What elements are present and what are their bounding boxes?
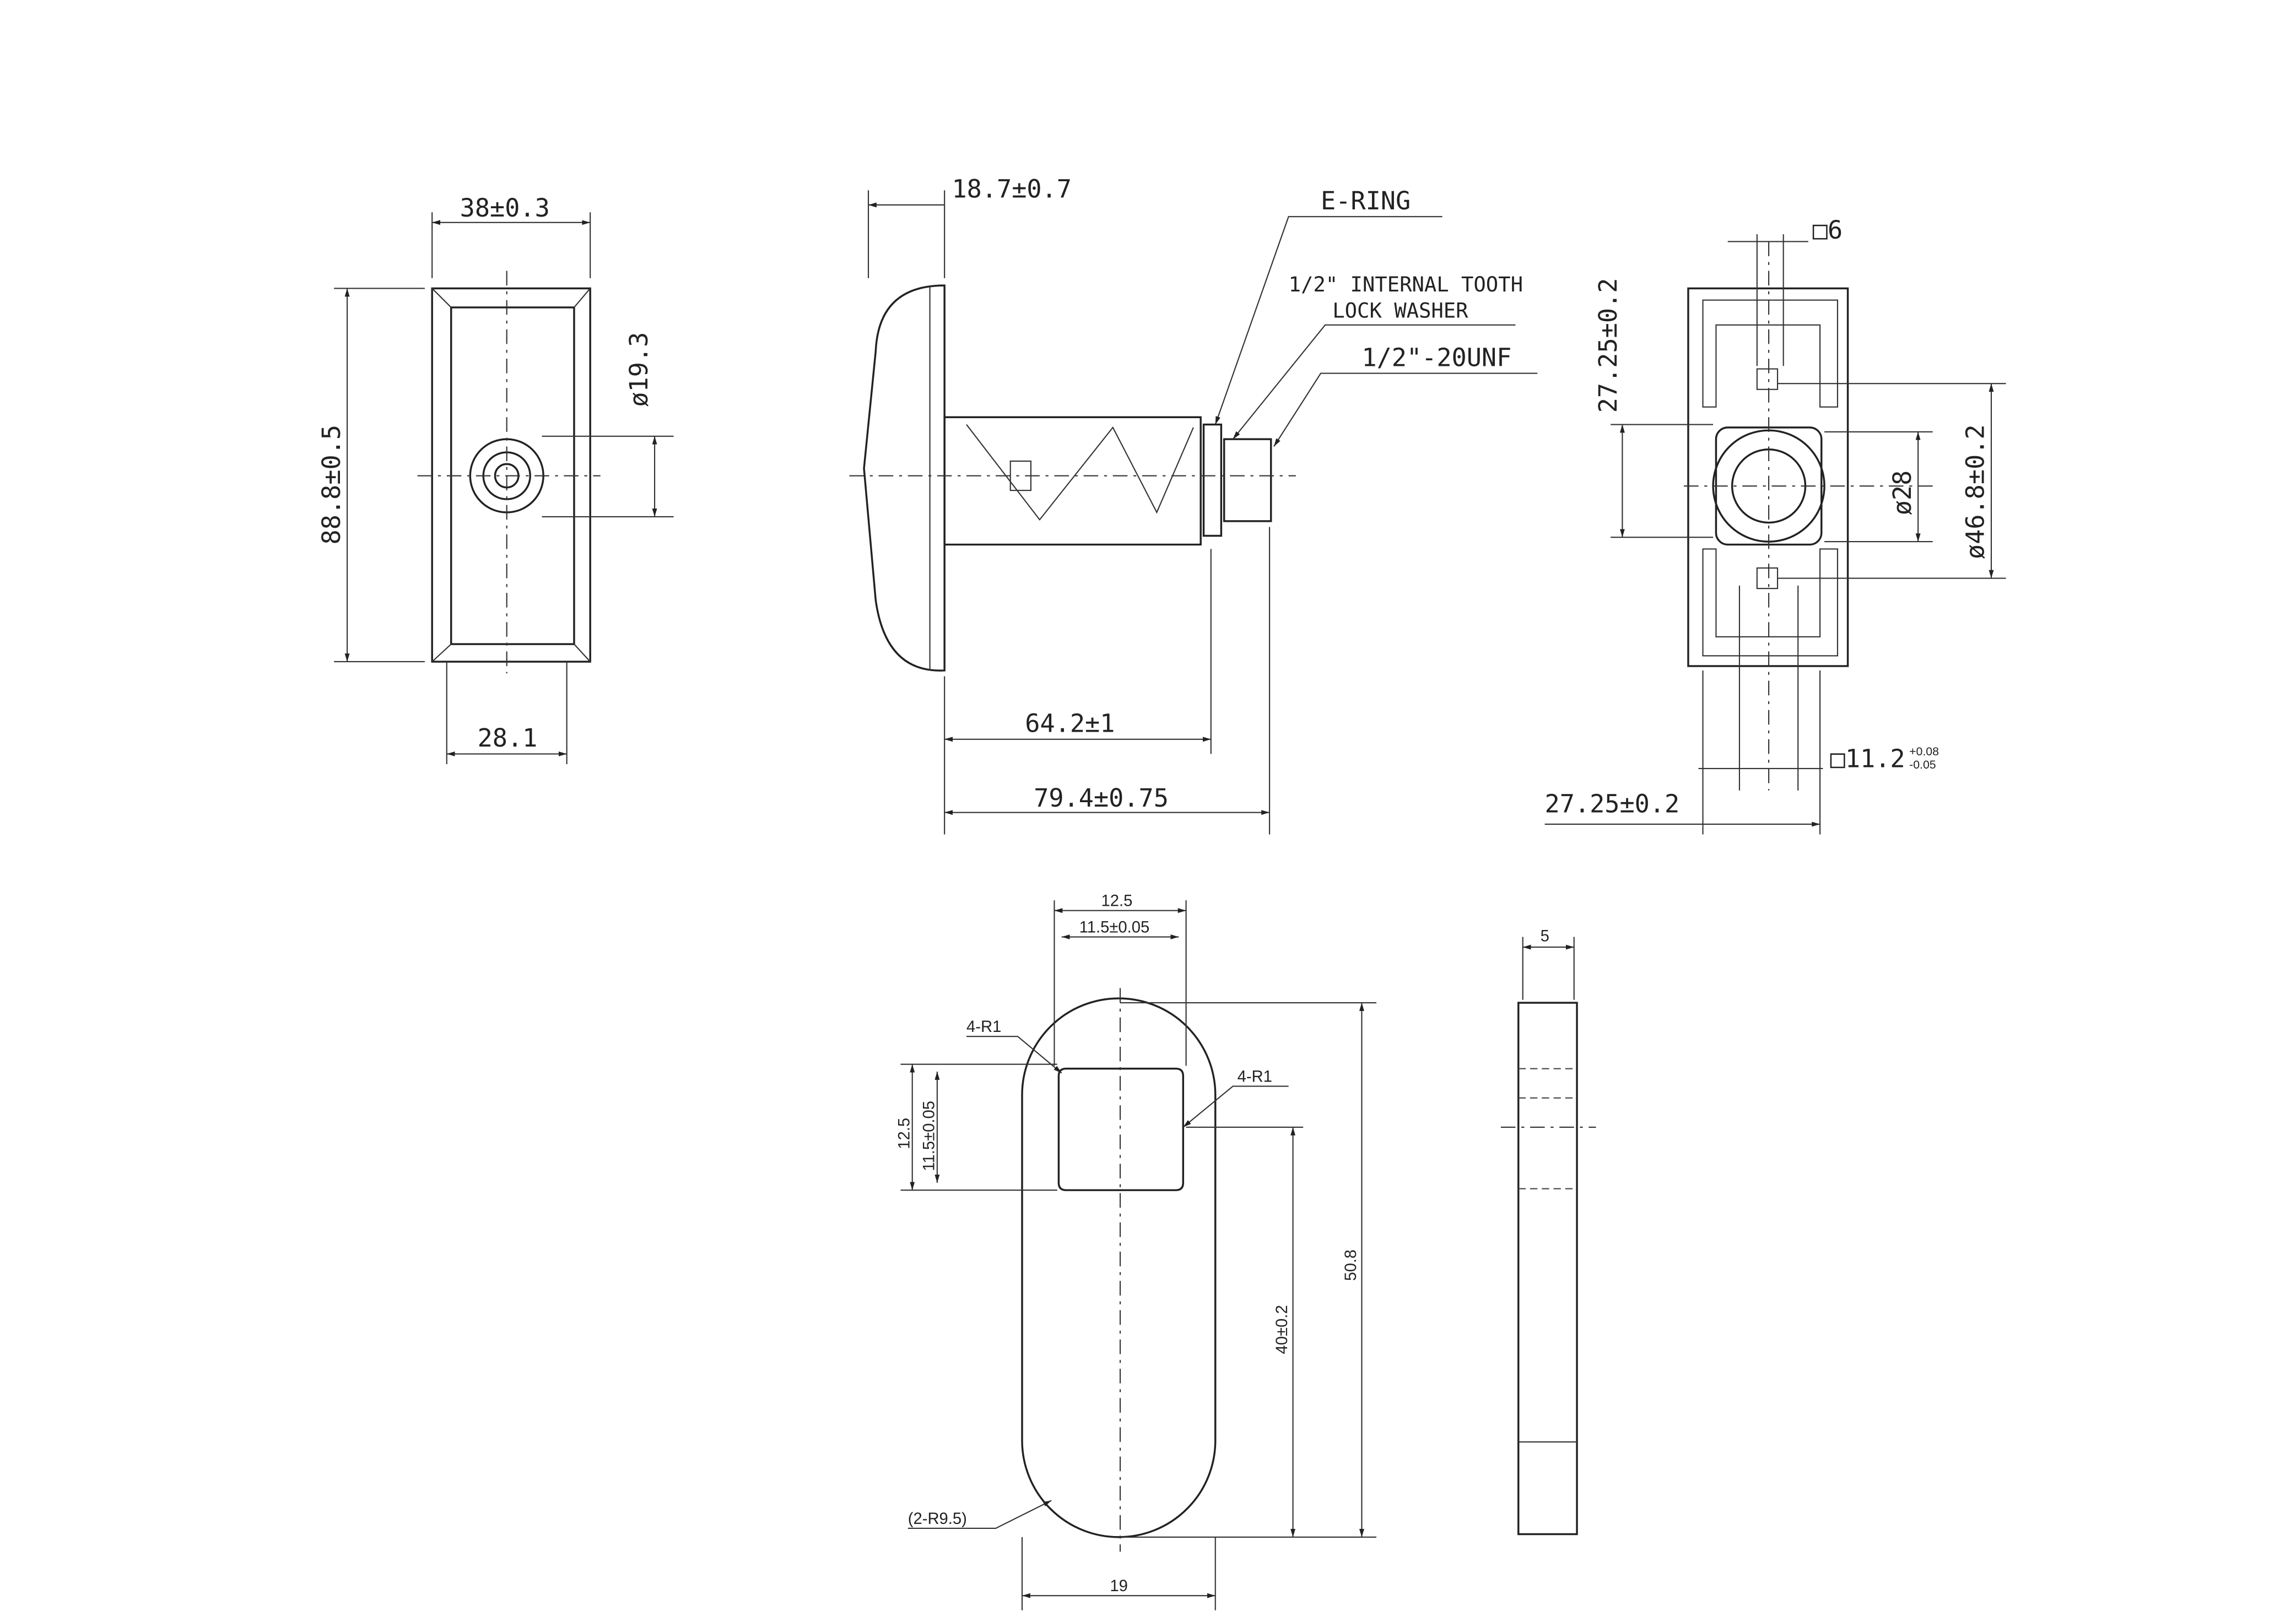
thread-label: 1/2"-20UNF — [1362, 343, 1511, 372]
cam-width-dim: 19 — [1110, 1577, 1128, 1595]
e-ring-label: E-RING — [1321, 186, 1411, 215]
edge-view: 5 — [1500, 927, 1596, 1536]
washer-label-1: 1/2" INTERNAL TOOTH — [1289, 272, 1523, 296]
side-len2-dim: 79.4±0.75 — [1034, 783, 1169, 813]
cam-h-inner-dim: 11.5±0.05 — [921, 1101, 938, 1171]
rear-height-dim: 27.25±0.2 — [1593, 278, 1623, 413]
cam-w-inner-dim: 11.5±0.05 — [1079, 919, 1150, 937]
rear-square-bottom-dim: □11.2 — [1830, 744, 1905, 773]
cam-radius-right-label: 4-R1 — [1238, 1068, 1272, 1086]
cam-ends-radius-label: (2-R9.5) — [908, 1510, 967, 1528]
rear-tol-lower: -0.05 — [1909, 758, 1936, 771]
front-height-dim: 88.8±0.5 — [317, 425, 346, 545]
front-dia-dim: ø19.3 — [624, 332, 653, 407]
front-view: 38±0.3 88.8±0.5 ø19.3 28.1 — [317, 193, 674, 764]
cam-w-outer-dim: 12.5 — [1101, 893, 1132, 910]
rear-tol-upper: +0.08 — [1909, 745, 1939, 758]
cam-total-dim: 50.8 — [1342, 1250, 1360, 1281]
edge-thickness-dim: 5 — [1541, 927, 1549, 945]
side-view: 18.7±0.7 64.2±1 79.4±0.75 E-RING 1/2" IN… — [849, 175, 1538, 835]
rear-dia-small-dim: ø28 — [1888, 471, 1917, 516]
rear-width-dim: 27.25±0.2 — [1545, 790, 1680, 819]
side-len1-dim: 64.2±1 — [1025, 709, 1115, 738]
cam-center-dim: 40±0.2 — [1273, 1305, 1291, 1354]
front-bottom-dim: 28.1 — [478, 723, 538, 753]
rear-view: □6 27.25±0.2 ø28 ø46.8±0.2 □11.2 +0.08 -… — [1544, 215, 2006, 835]
front-width-dim: 38±0.3 — [460, 193, 550, 223]
cam-h-outer-dim: 12.5 — [895, 1118, 913, 1149]
washer-label-2: LOCK WASHER — [1332, 299, 1468, 323]
cam-view: 12.5 11.5±0.05 12.5 11.5±0.05 4-R1 4-R1 … — [895, 893, 1376, 1610]
rear-dia-large-dim: ø46.8±0.2 — [1961, 424, 1990, 559]
side-top-dim: 18.7±0.7 — [952, 175, 1072, 204]
rear-square-top-dim: □6 — [1813, 215, 1843, 245]
cam-radius-left-label: 4-R1 — [966, 1018, 1001, 1036]
